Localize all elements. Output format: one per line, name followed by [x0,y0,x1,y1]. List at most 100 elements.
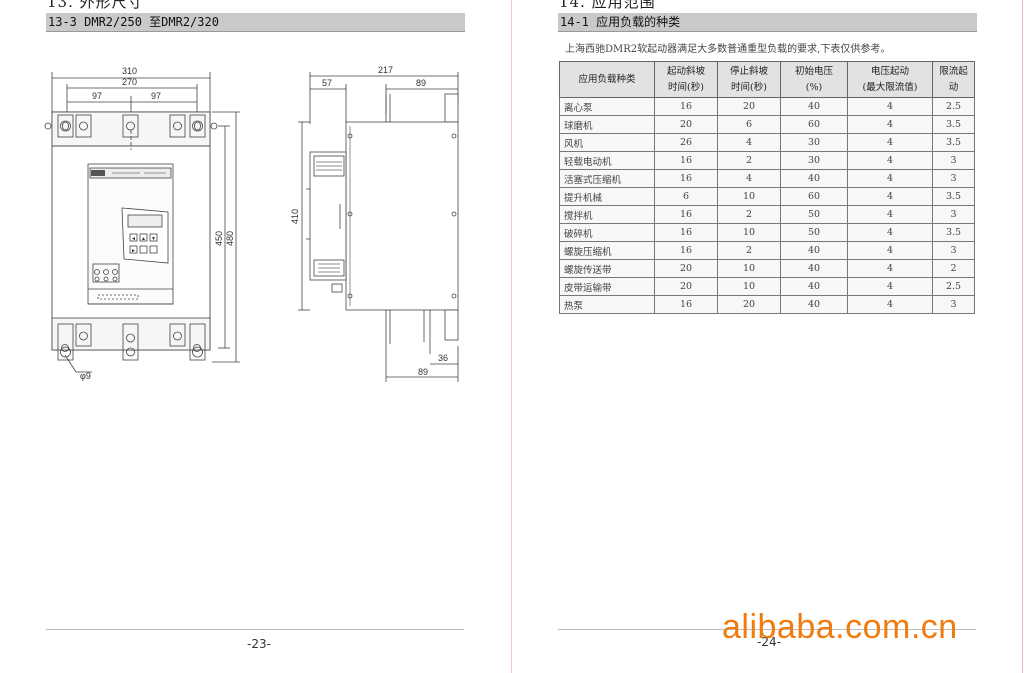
side-front-cover [309,151,347,281]
value-cell: 4 [847,205,933,224]
load-type-cell: 搅拌机 [559,205,655,224]
front-view-drawing: 310 270 97 97 450 480 φ9 ◄ ▲ ▼ ► [44,66,240,381]
value-cell: 2 [717,205,781,224]
value-cell: 3.5 [932,133,975,152]
value-cell: 2 [717,151,781,170]
section-heading-applications: 14. 应用范围 [559,0,656,11]
dim-label-270: 270 [122,77,137,87]
value-cell: 10 [717,187,781,206]
dim-label-97-right: 97 [151,91,161,101]
value-cell: 20 [717,97,781,116]
value-cell: 40 [780,169,848,188]
load-type-cell: 螺旋传送带 [559,259,655,278]
table-header-row: 应用负载种类 起动斜坡时间(秒) 停止斜坡时间(秒) 初始电压(%) 电压起动(… [559,61,975,98]
value-cell: 10 [717,259,781,278]
dim-label-89-top: 89 [416,78,426,88]
value-cell: 40 [780,241,848,260]
value-cell: 16 [654,223,718,242]
dim-label-hole-diameter: φ9 [80,371,91,381]
value-cell: 40 [780,295,848,314]
value-cell: 3 [932,169,975,188]
page-number-right: -24- [757,635,781,649]
load-type-cell: 螺旋压缩机 [559,241,655,260]
value-cell: 4 [847,259,933,278]
col-header-initial-voltage: 初始电压(%) [780,61,848,98]
subsection-bar-load-types: 14-1 应用负载的种类 [558,13,977,32]
intro-text: 上海西驰DMR2软起动器满足大多数普通重型负载的要求,下表仅供参考。 [565,44,891,55]
subsection-bar-dimensions: 13-3 DMR2/250 至DMR2/320 [46,13,465,32]
dim-label-89-bottom: 89 [418,367,428,377]
value-cell: 3 [932,151,975,170]
value-cell: 16 [654,205,718,224]
value-cell: 3.5 [932,115,975,134]
value-cell: 60 [780,187,848,206]
load-types-table: 应用负载种类 起动斜坡时间(秒) 停止斜坡时间(秒) 初始电压(%) 电压起动(… [559,61,975,314]
dim-label-310: 310 [122,66,137,76]
keypad-buttons [129,233,158,254]
value-cell: 4 [847,223,933,242]
load-type-cell: 球磨机 [559,115,655,134]
footer-rule-right [558,629,976,630]
load-type-cell: 风机 [559,133,655,152]
value-cell: 2 [717,241,781,260]
page-edge [1022,0,1023,673]
load-type-cell: 提升机械 [559,187,655,206]
value-cell: 16 [654,295,718,314]
value-cell: 4 [847,97,933,116]
dim-label-450: 450 [214,231,224,246]
front-body [51,111,211,351]
value-cell: 4 [847,241,933,260]
value-cell: 30 [780,133,848,152]
load-type-cell: 活塞式压缩机 [559,169,655,188]
page-spine [511,0,512,673]
col-header-voltage-start: 电压起动(最大限流值) [847,61,933,98]
keypad-display [127,214,163,228]
alibaba-watermark: alibaba.com.cn [722,608,958,646]
footer-rule-left [46,629,464,630]
value-cell: 20 [654,115,718,134]
value-cell: 4 [717,169,781,188]
terminal-strip [97,294,139,300]
col-header-current-limit: 限流起动 [932,61,975,98]
value-cell: 4 [847,151,933,170]
value-cell: 50 [780,205,848,224]
load-type-cell: 破碎机 [559,223,655,242]
col-header-start-ramp: 起动斜坡时间(秒) [654,61,718,98]
value-cell: 30 [780,151,848,170]
value-cell: 6 [717,115,781,134]
value-cell: 4 [847,277,933,296]
value-cell: 20 [717,295,781,314]
value-cell: 3 [932,295,975,314]
col-header-stop-ramp: 停止斜坡时间(秒) [717,61,781,98]
left-page: 13. 外形尺寸 13-3 DMR2/250 至DMR2/320 [44,0,465,651]
load-type-cell: 热泵 [559,295,655,314]
dim-label-97-left: 97 [92,91,102,101]
load-type-cell: 轻载电动机 [559,151,655,170]
key-4: ► [131,248,136,254]
key-2: ▲ [141,236,146,242]
value-cell: 3.5 [932,187,975,206]
value-cell: 20 [654,259,718,278]
side-view-drawing: 217 57 89 410 36 89 [290,65,459,382]
key-3: ▼ [151,236,156,242]
value-cell: 16 [654,97,718,116]
value-cell: 3 [932,205,975,224]
brand-logo-plate [91,170,105,176]
section-heading-dimensions: 13. 外形尺寸 [47,0,144,11]
value-cell: 40 [780,97,848,116]
value-cell: 10 [717,277,781,296]
dim-label-36: 36 [438,353,448,363]
value-cell: 2 [932,259,975,278]
value-cell: 4 [847,115,933,134]
load-type-cell: 皮带运输带 [559,277,655,296]
